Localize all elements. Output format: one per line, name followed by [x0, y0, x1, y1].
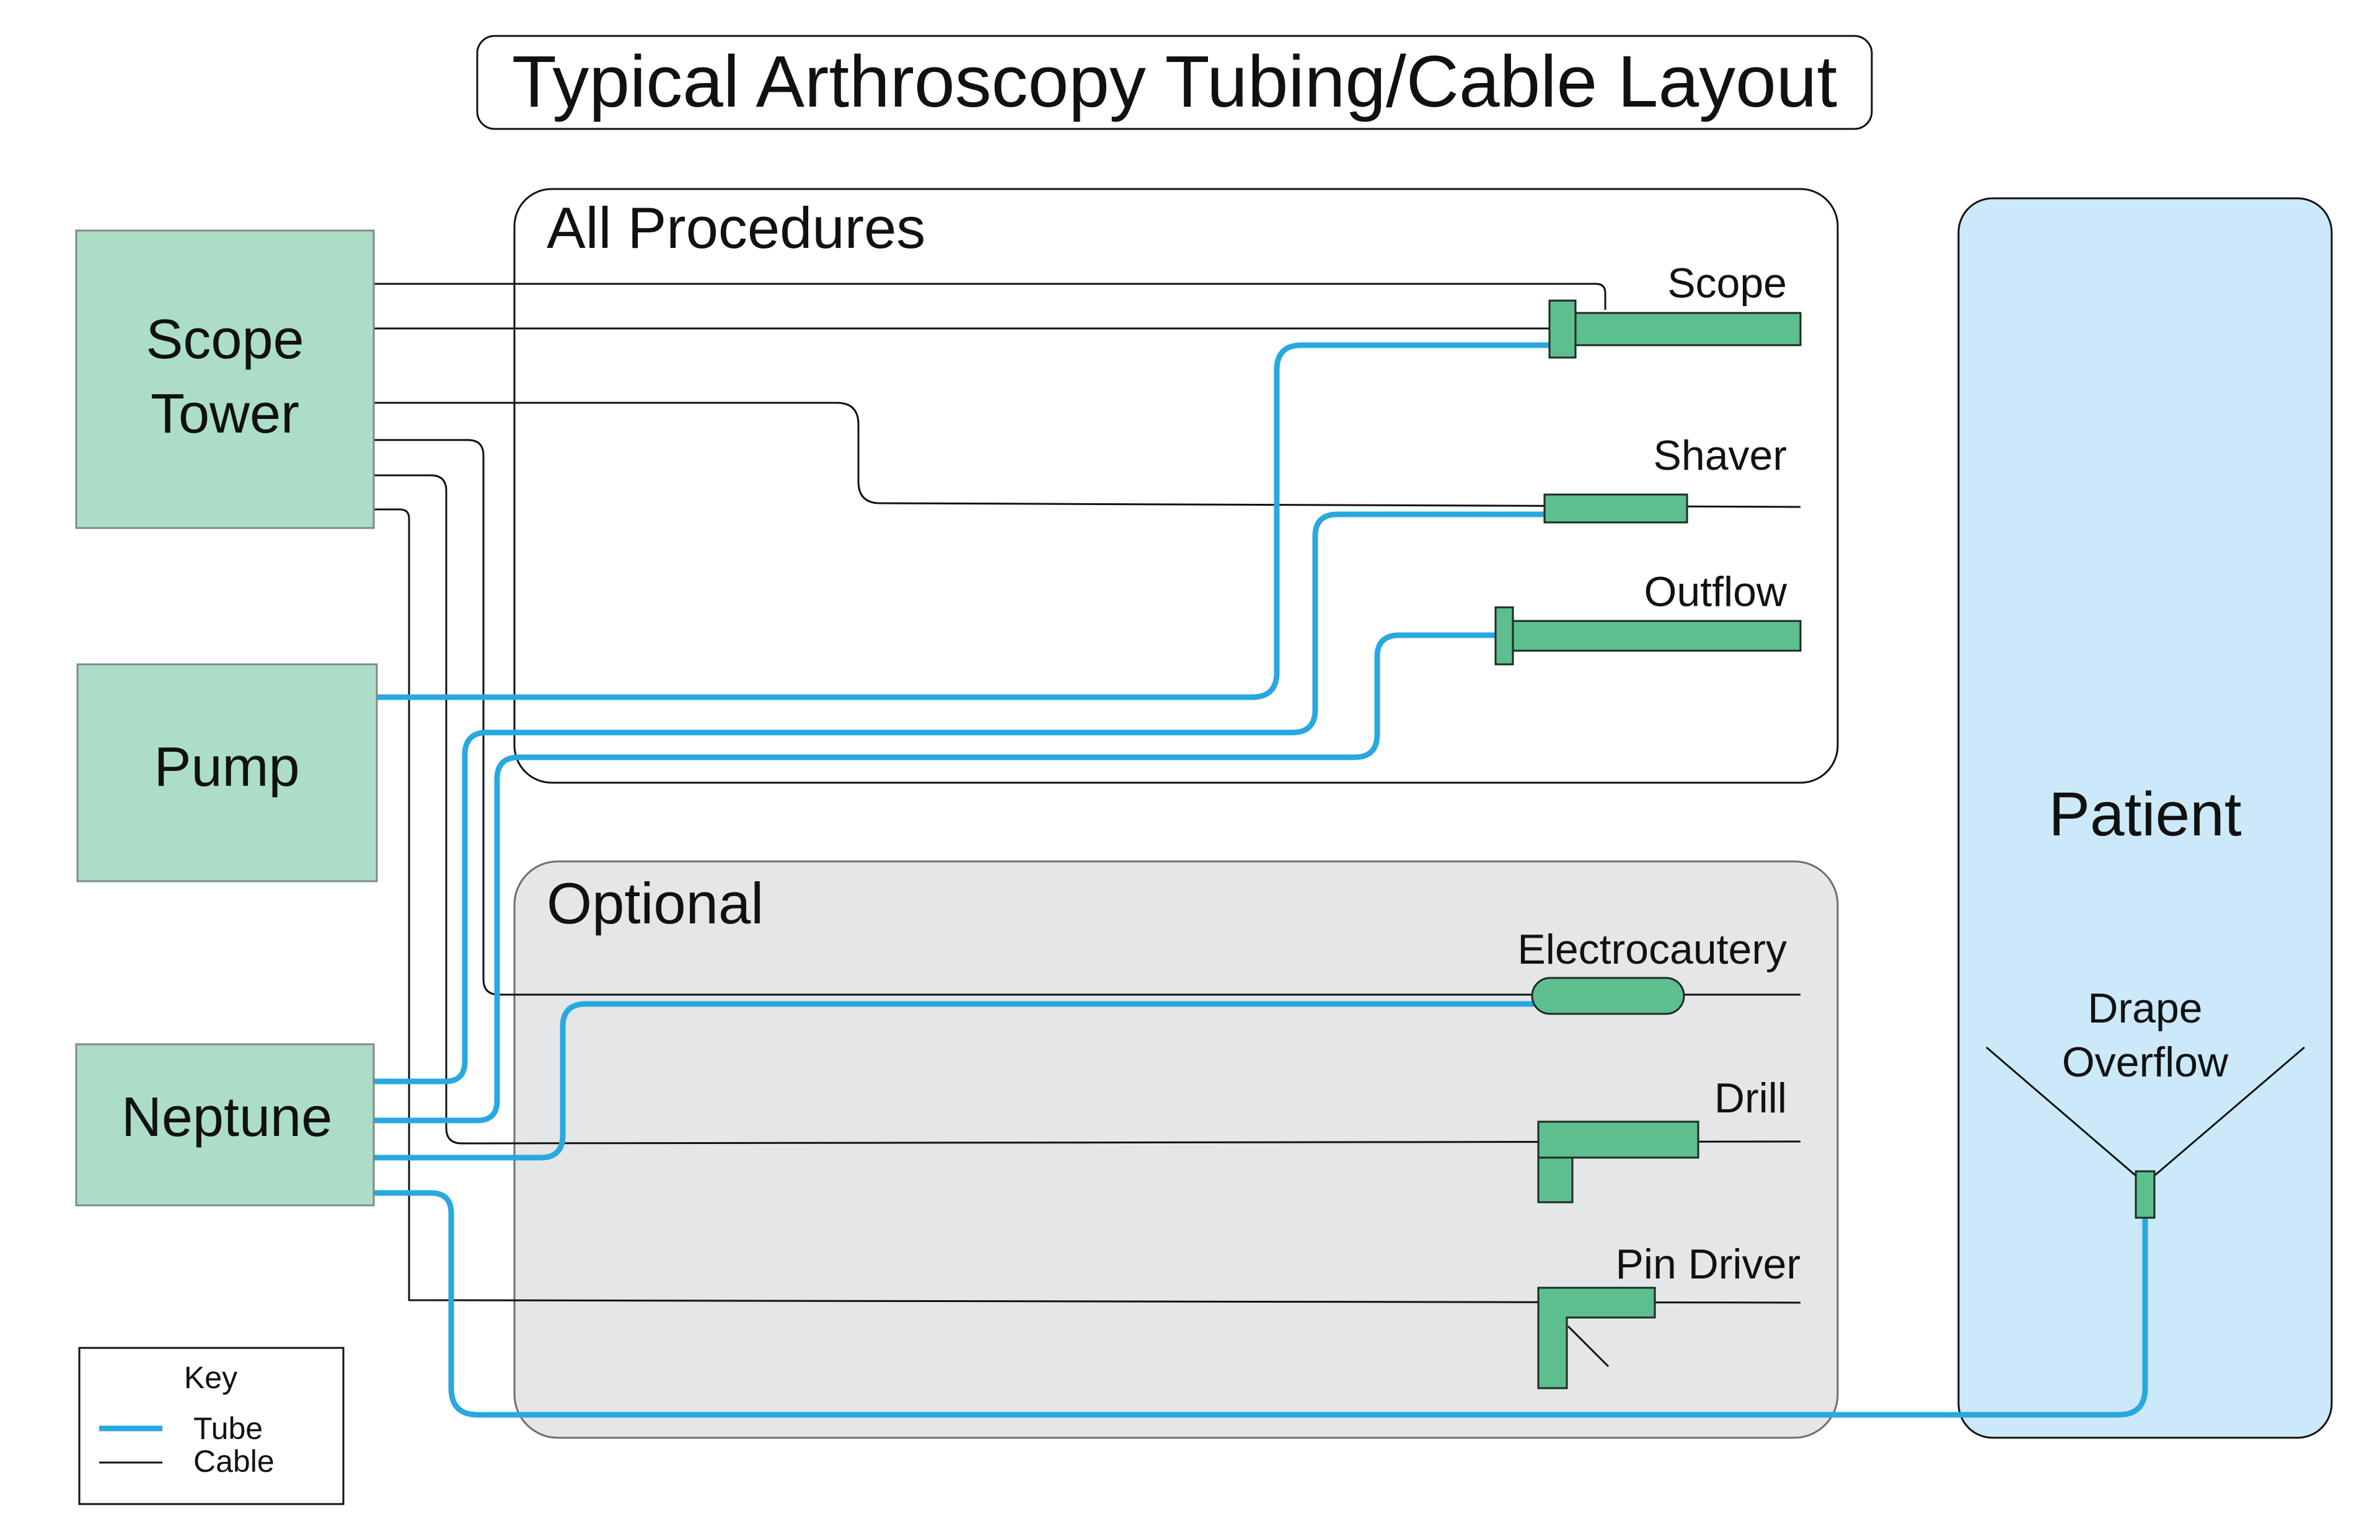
tube-neptune-to-shaver [371, 511, 1549, 1085]
scope-shaft [1574, 312, 1802, 346]
title-frame [476, 35, 1873, 130]
scope-tower-label-line2: Tower [151, 383, 299, 445]
electrocautery-label: Electrocautery [1517, 926, 1787, 973]
tubes [371, 342, 2148, 1418]
scope-tower-box [75, 229, 375, 529]
diagram-title: Typical Arthroscopy Tubing/Cable Layout [512, 41, 1837, 123]
shaver-label: Shaver [1654, 432, 1787, 479]
key-tube-label: Tube [193, 1411, 263, 1446]
cable-scope-tower-to-scope-upper [374, 283, 1606, 310]
outflow-instrument [1494, 606, 1802, 666]
drape-funnel-left [1986, 1046, 2137, 1177]
patient-panel [1957, 197, 2333, 1439]
electrocautery-instrument [1531, 977, 1685, 1015]
shaver-instrument [1543, 493, 1688, 524]
all-procedures-section-title: All Procedures [547, 195, 925, 260]
drape-funnel-right [2153, 1046, 2305, 1177]
tube-neptune-to-outflow [371, 632, 1503, 1124]
pin-driver-trigger-cable [1567, 1325, 1610, 1368]
key-cable-label: Cable [193, 1444, 275, 1479]
outflow-cannula [1512, 620, 1802, 652]
drill-handle [1537, 1156, 1574, 1203]
drape-overflow-label-line2: Overflow [2062, 1039, 2229, 1086]
tube-neptune-to-drape-overflow [371, 1190, 2148, 1418]
all-procedures-section [513, 188, 1839, 784]
cable-scope-tower-to-electrocautery [374, 439, 1800, 996]
patient-label: Patient [2048, 780, 2242, 849]
pin-driver-instrument [1537, 1287, 1656, 1389]
drape-overflow-label-line1: Drape [2087, 985, 2202, 1032]
optional-section-title: Optional [547, 871, 764, 936]
outflow-label: Outflow [1644, 568, 1787, 615]
key-title: Key [184, 1360, 237, 1395]
scope-label: Scope [1667, 260, 1787, 307]
scope-camera-body [1548, 299, 1577, 359]
drill-body [1537, 1120, 1699, 1159]
tube-pump-to-scope [374, 342, 1556, 700]
pump-box [76, 663, 378, 882]
scope-instrument [1548, 299, 1802, 359]
cable-scope-tower-to-shaver [374, 402, 1801, 508]
neptune-box [75, 1043, 375, 1207]
legend-key: Key Tube Cable [78, 1347, 345, 1505]
tube-neptune-to-electrocautery [371, 1001, 1540, 1161]
outflow-connector [1494, 606, 1514, 666]
pin-driver-body [1537, 1287, 1656, 1389]
drape-overflow-connector [2135, 1170, 2156, 1219]
cables [374, 283, 1801, 1368]
cable-scope-tower-to-pin-driver [374, 508, 1801, 1304]
pin-driver-label: Pin Driver [1616, 1241, 1801, 1288]
pump-label: Pump [154, 736, 299, 798]
cable-scope-tower-to-drill [374, 474, 1801, 1145]
scope-tower-label-line1: Scope [146, 309, 304, 371]
drill-instrument [1537, 1120, 1699, 1203]
drill-label: Drill [1714, 1075, 1787, 1122]
neptune-label: Neptune [121, 1086, 332, 1148]
